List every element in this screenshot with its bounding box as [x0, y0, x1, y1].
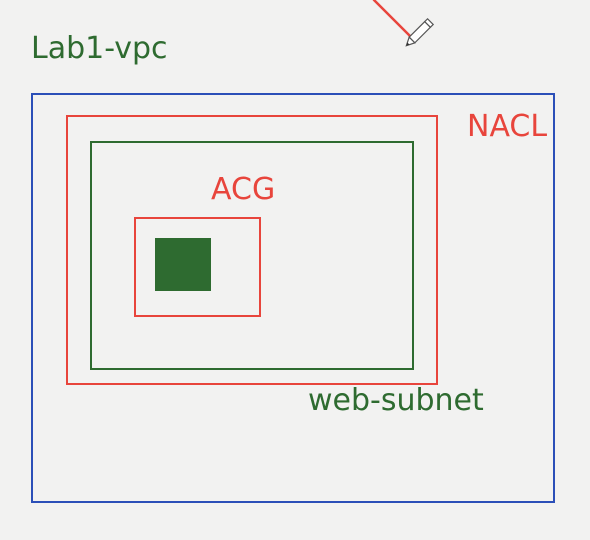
nacl-label: NACL: [467, 109, 548, 144]
nacl-boundary: [66, 115, 438, 385]
vpc-boundary: [31, 93, 555, 503]
web-subnet-label: web-subnet: [308, 383, 484, 418]
pencil-icon: [372, 0, 435, 47]
vpc-label: Lab1-vpc: [31, 31, 168, 66]
instance-block: [155, 238, 211, 291]
acg-label: ACG: [211, 172, 276, 207]
acg-boundary: [134, 217, 261, 317]
web-subnet-boundary: [90, 141, 414, 370]
